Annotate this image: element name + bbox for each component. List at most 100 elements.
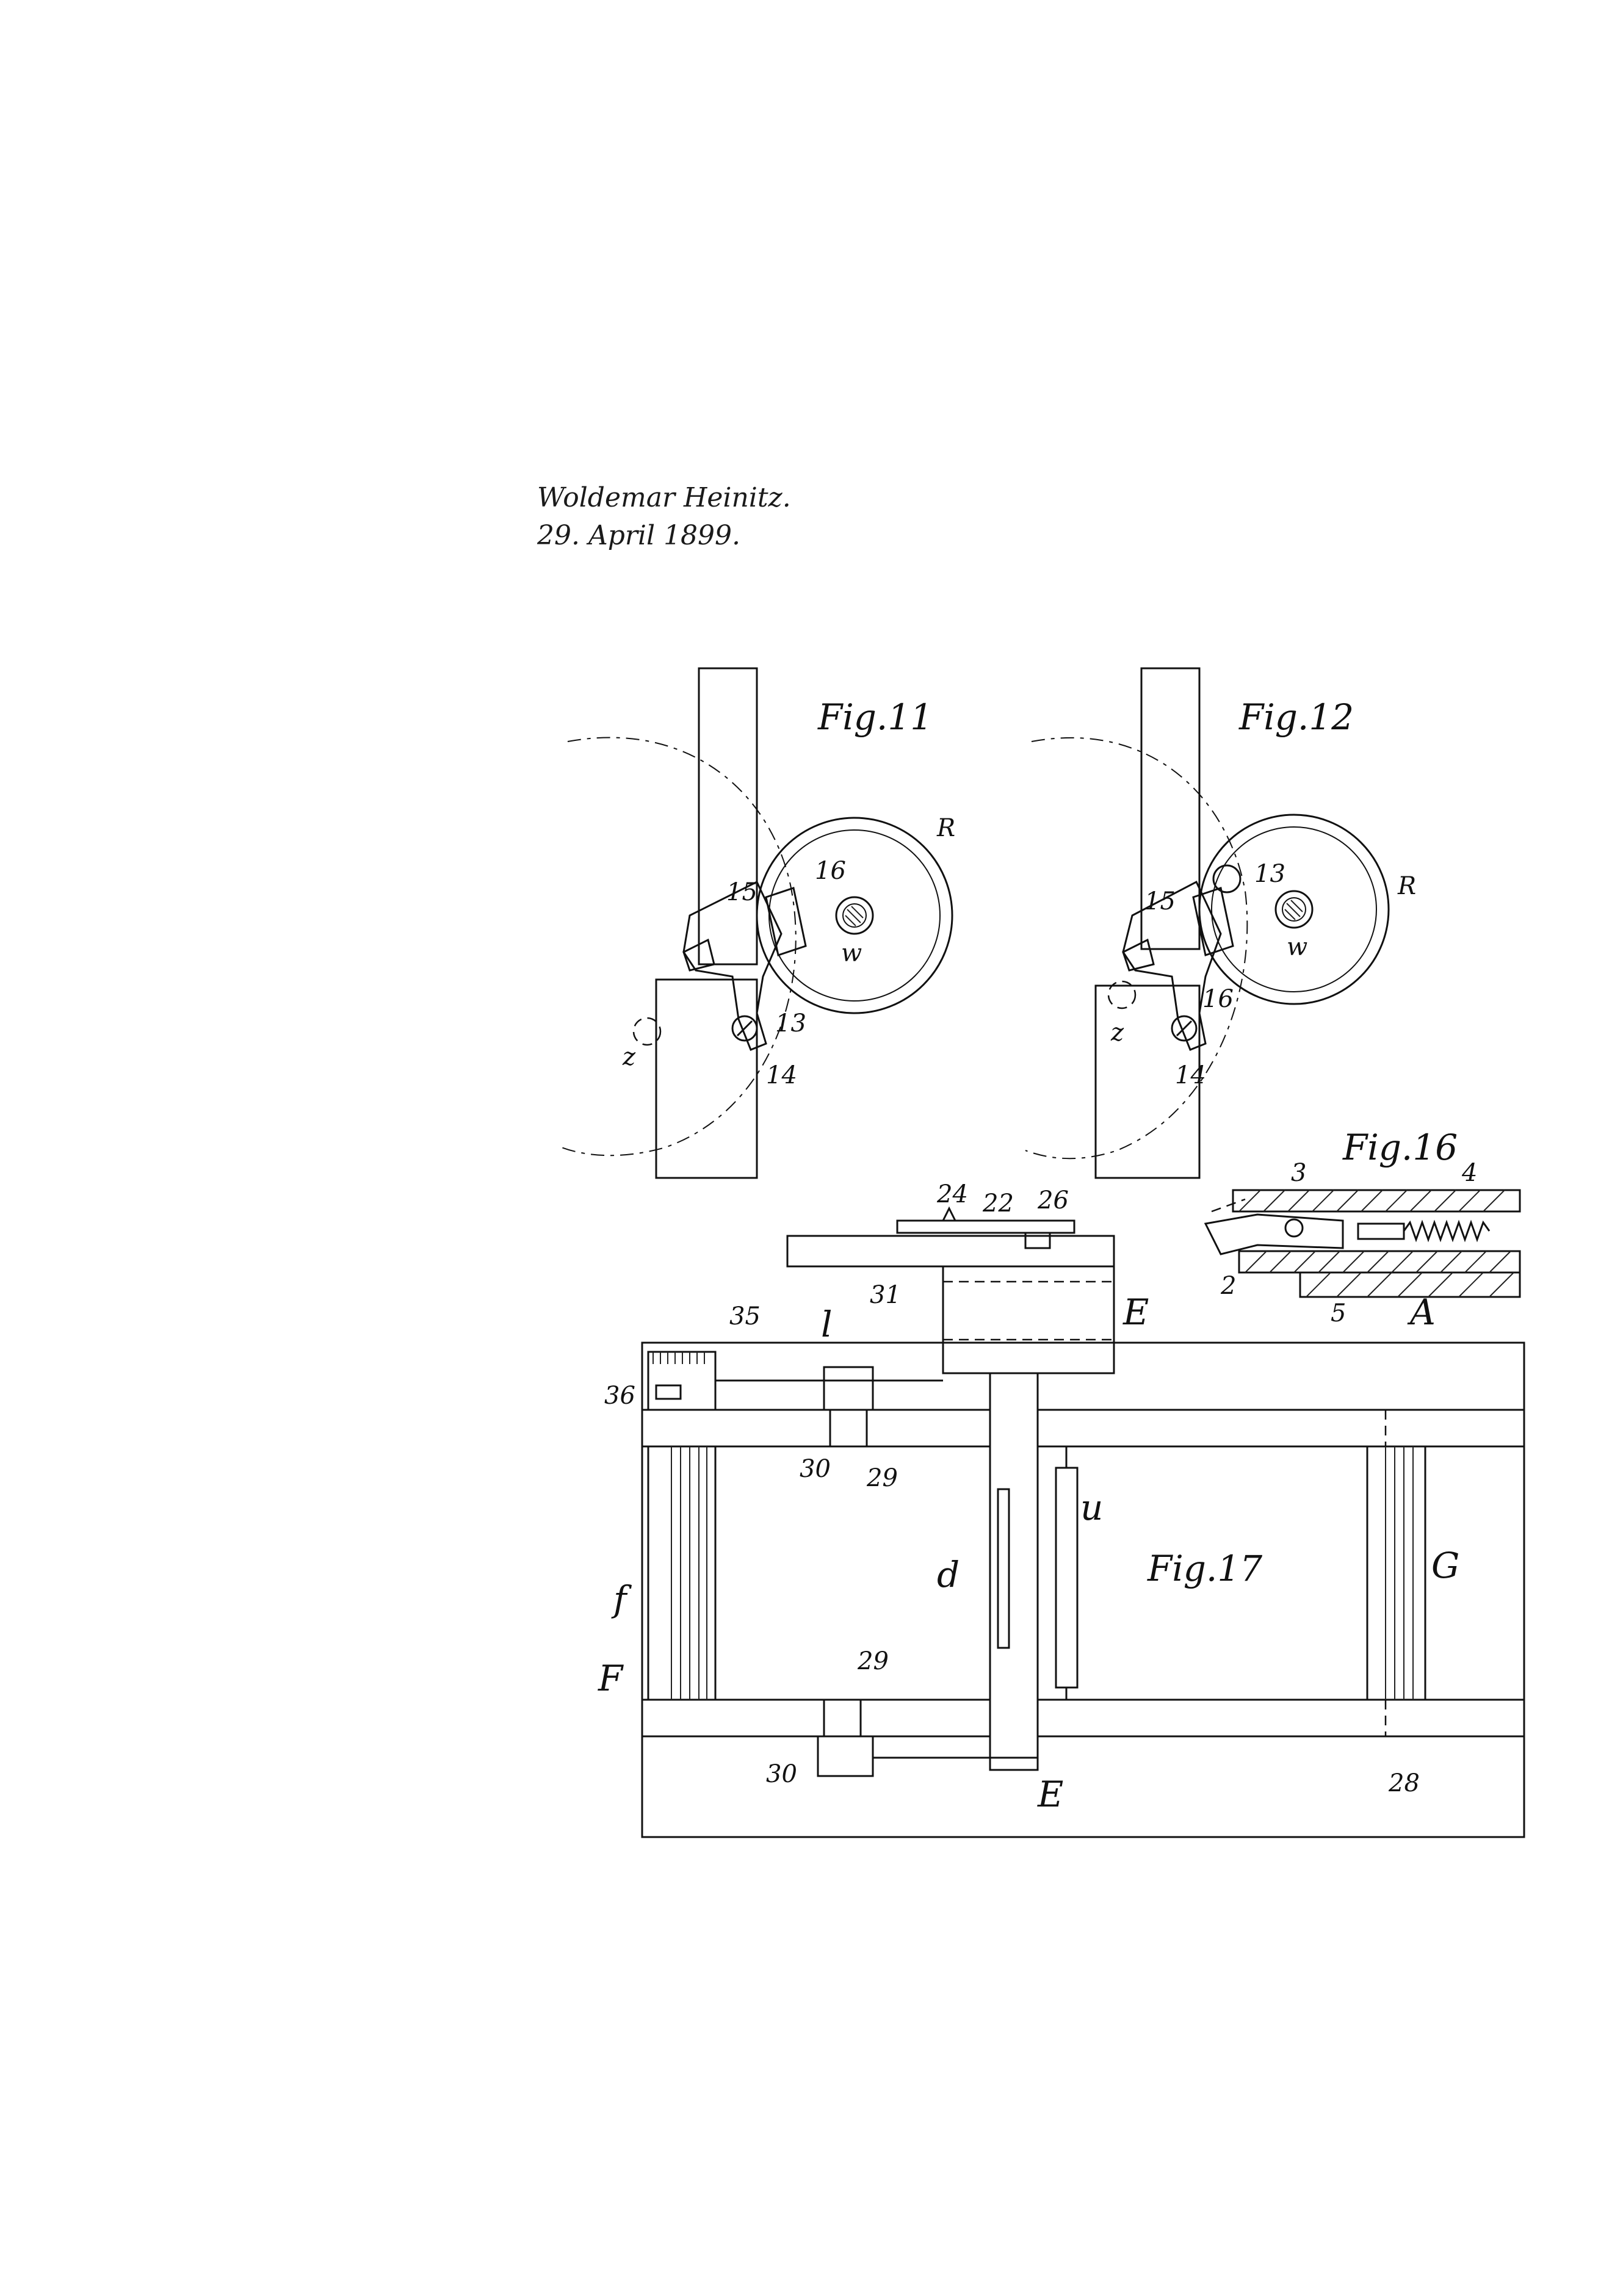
fig12-label-16: 16 [1202, 985, 1234, 1013]
figure-17: Fig.17 [598, 1180, 1525, 1838]
fig11-lower-block [655, 978, 758, 1179]
fig16-plunger [1357, 1222, 1405, 1240]
fig17-label-29-upper: 29 [866, 1464, 898, 1492]
fig17-rail-upper-left [641, 1409, 991, 1448]
fig17-label-24: 24 [936, 1180, 968, 1208]
fig11-pin-z [632, 1017, 662, 1046]
fig11-label-16: 16 [815, 857, 846, 885]
fig12-roller-ring [1211, 826, 1377, 992]
fig17-roller-G-shade [1385, 1446, 1414, 1700]
fig17-top-disc [896, 1219, 1075, 1234]
fig12-label-14: 14 [1175, 1061, 1206, 1089]
fig11-path-arc [561, 737, 797, 1157]
fig11-roller-outer [756, 817, 953, 1014]
fig17-label-F: F [598, 1658, 624, 1699]
fig17-roller-F-shade [671, 1446, 707, 1700]
fig12-label-R: R [1397, 872, 1416, 900]
fig17-pivot-29-lower [823, 1699, 862, 1738]
fig11-label-14: 14 [766, 1061, 797, 1089]
fig12-pivot-14 [1171, 1015, 1198, 1042]
fig17-label-26: 26 [1037, 1186, 1069, 1215]
fig12-roller-outer [1198, 814, 1390, 1005]
fig17-rail-lower-left [641, 1699, 991, 1738]
fig11-lever-tip [682, 938, 715, 972]
fig17-plate-31 [786, 1235, 1115, 1268]
fig16-cutter-2 [1204, 1213, 1344, 1255]
fig11-shaft [835, 896, 874, 935]
fig17-label-29-lower: 29 [857, 1647, 889, 1675]
fig16-label-2: 2 [1220, 1272, 1236, 1300]
fig17-roller-G [1366, 1445, 1426, 1701]
fig11-upper-bar [698, 667, 758, 966]
fig17-pivot-29-upper [829, 1409, 868, 1448]
fig17-roller-F [647, 1445, 717, 1701]
fig12-ball-13 [1212, 864, 1242, 893]
fig16-bottom-wall [1238, 1250, 1521, 1274]
fig17-rail-upper-right [1036, 1409, 1525, 1448]
fig17-label-28: 28 [1388, 1769, 1420, 1797]
fig17-title: Fig.17 [1147, 1548, 1262, 1589]
fig12-shaft-hatch [1284, 900, 1303, 920]
fig12-block-16 [1192, 887, 1234, 956]
fig17-pivot-30-upper [823, 1366, 874, 1411]
figure-16: Fig.16 3 4 2 5 A [1204, 1127, 1521, 1333]
fig11-pivot-14 [731, 1015, 758, 1042]
fig17-label-E-bottom: E [1037, 1774, 1063, 1815]
fig17-label-30-lower: 30 [766, 1760, 797, 1788]
fig11-block-16 [765, 887, 807, 956]
fig17-label-f: f [611, 1578, 632, 1620]
fig12-label-w: w [1287, 933, 1307, 961]
fig12-title: Fig.12 [1238, 696, 1354, 738]
fig12-label-15: 15 [1144, 887, 1176, 915]
fig16-base-A [1299, 1271, 1521, 1298]
fig11-label-15: 15 [726, 878, 757, 906]
fig16-top-wall [1232, 1189, 1521, 1213]
fig12-path-arc [1025, 737, 1248, 1160]
fig16-label-4: 4 [1461, 1159, 1477, 1187]
fig16-title: Fig.16 [1342, 1127, 1458, 1168]
fig17-label-G: G [1431, 1545, 1459, 1586]
fig16-base-hatch [1306, 1272, 1514, 1298]
fig17-frame [641, 1341, 1525, 1838]
fig17-label-u: u [1080, 1487, 1103, 1528]
fig17-label-22: 22 [982, 1190, 1014, 1218]
figure-11: Fig.11 R 15 16 w 13 [561, 667, 955, 1179]
fig17-boss-26 [1024, 1232, 1051, 1249]
fig16-label-A: A [1407, 1291, 1436, 1333]
fig12-upper-bar [1140, 667, 1201, 950]
fig17-label-35: 35 [729, 1302, 761, 1330]
fig17-spine-E [989, 1372, 1039, 1771]
fig17-label-31: 31 [870, 1281, 901, 1309]
fig16-spring-4 [1403, 1219, 1491, 1243]
fig12-shaft-core [1282, 897, 1306, 922]
fig11-title: Fig.11 [817, 696, 933, 738]
fig17-gear-teeth [652, 1352, 705, 1364]
patent-date: 29. April 1899. [537, 520, 741, 551]
fig12-lever-tip [1122, 938, 1155, 972]
fig11-shaft-core [842, 903, 867, 928]
fig12-lever-15 [1122, 880, 1222, 1051]
fig17-bolt-36 [655, 1384, 682, 1400]
figure-12: Fig.12 R 15 13 w 16 z 14 [1025, 667, 1416, 1179]
fig11-pivot-slot [736, 1020, 753, 1037]
fig16-cutter-ghost [1211, 1198, 1246, 1213]
fig17-rail-lower-right [1036, 1699, 1525, 1738]
fig11-label-z: z [622, 1043, 636, 1071]
fig17-point-24 [942, 1206, 956, 1221]
fig16-label-3: 3 [1291, 1159, 1306, 1187]
fig17-label-36: 36 [604, 1382, 635, 1410]
fig17-roller-u [1055, 1467, 1079, 1689]
fig16-pin-3 [1284, 1218, 1304, 1238]
fig11-shaft-hatch [845, 906, 864, 926]
fig11-label-13: 13 [775, 1009, 806, 1038]
inventor-name: Woldemar Heinitz. [537, 482, 791, 513]
fig17-label-l: l [821, 1304, 833, 1345]
fig11-label-w: w [841, 939, 862, 967]
fig12-label-13: 13 [1254, 860, 1285, 888]
fig17-label-d: d [937, 1554, 960, 1595]
fig12-pivot-slot [1176, 1020, 1193, 1037]
fig12-pin-z [1107, 980, 1137, 1009]
fig12-shaft [1274, 890, 1314, 929]
fig17-label-30-upper: 30 [800, 1455, 831, 1483]
